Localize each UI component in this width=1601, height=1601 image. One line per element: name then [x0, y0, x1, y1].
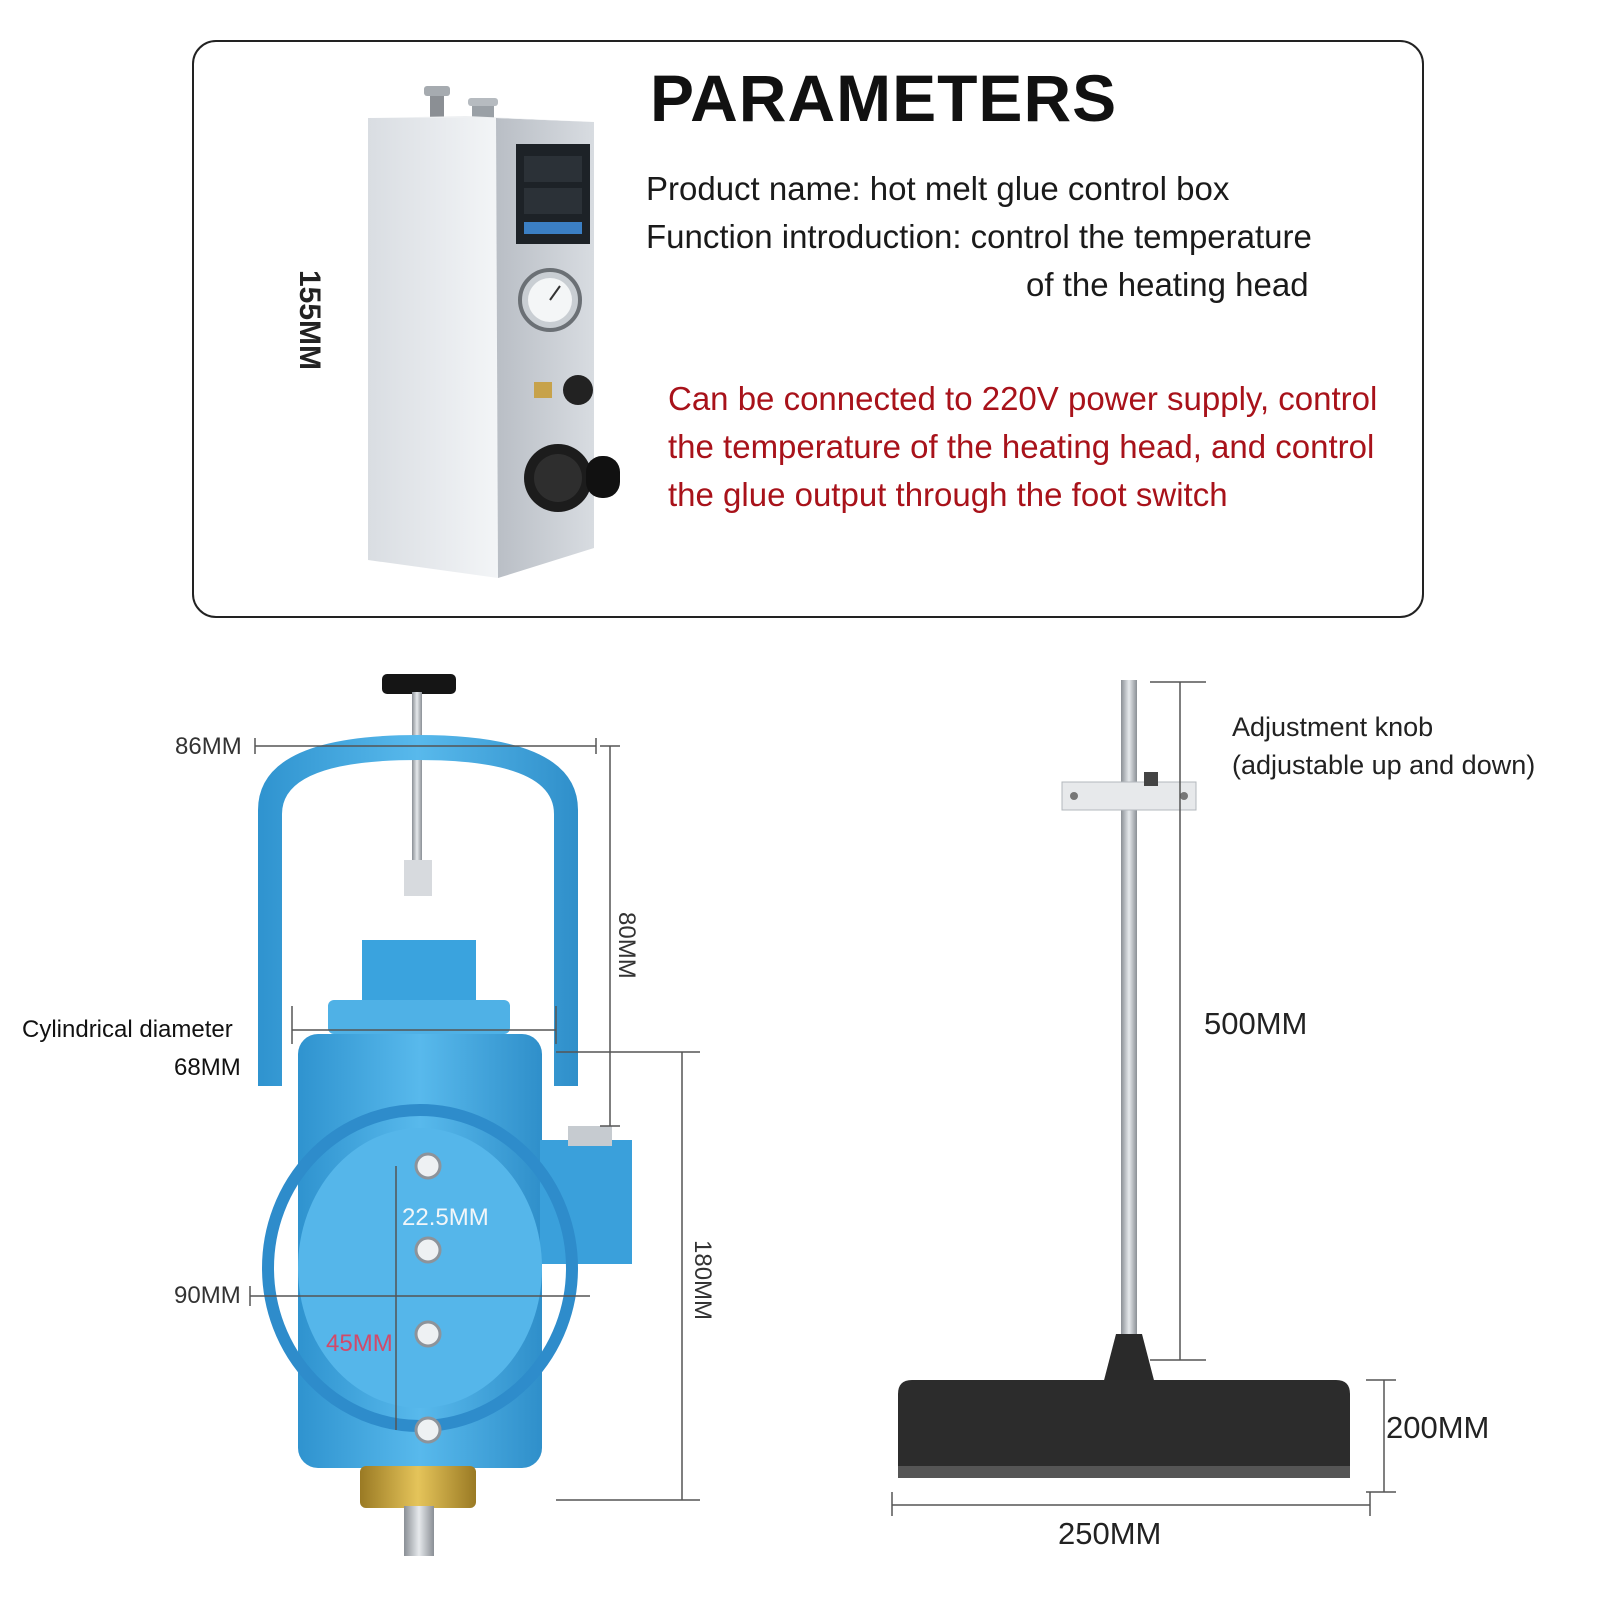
adjustment-knob-label: Adjustment knob: [1232, 712, 1434, 742]
stand-height-label: 500MM: [1204, 1006, 1308, 1041]
cylindrical-diameter-label: Cylindrical diameter: [22, 1016, 233, 1043]
head-height-180-label: 180MM: [689, 1240, 716, 1321]
cylindrical-diameter-value: 68MM: [174, 1054, 241, 1081]
spacing-22-label: 22.5MM: [402, 1204, 489, 1231]
dimension-lines: [249, 681, 1396, 1516]
head-width-90-label: 90MM: [174, 1282, 241, 1309]
power-supply-note: Can be connected to 220V power supply, c…: [668, 380, 1378, 513]
product-name-text: Product name: hot melt glue control box: [646, 170, 1230, 207]
adjustment-knob-sub-label: (adjustable up and down): [1232, 750, 1536, 780]
parameters-title: PARAMETERS: [650, 61, 1118, 135]
function-intro-line2: of the heating head: [1026, 266, 1309, 303]
stand-image: [898, 680, 1350, 1478]
stand-width-label: 250MM: [1058, 1516, 1162, 1551]
control-box-image: [368, 86, 620, 578]
head-width-top-label: 86MM: [175, 733, 242, 760]
box-height-label: 155MM: [293, 270, 326, 371]
dispensing-head-image: [258, 674, 632, 1556]
head-height-80-label: 80MM: [613, 912, 640, 979]
function-intro-line1: Function introduction: control the tempe…: [646, 218, 1312, 255]
stand-depth-label: 200MM: [1386, 1410, 1490, 1445]
spacing-45-label: 45MM: [326, 1330, 393, 1357]
